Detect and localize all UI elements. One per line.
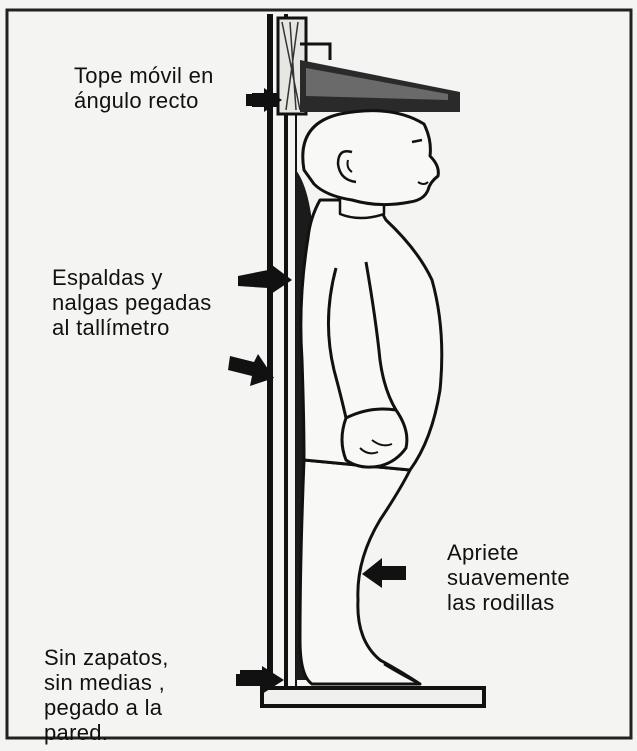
right-arrow-icon — [238, 262, 292, 296]
stadiometer-board — [270, 14, 296, 700]
label-movable-stop: Tope móvil en ángulo recto — [74, 63, 214, 113]
label-back-buttocks: Espaldas y nalgas pegadas al tallímetro — [52, 265, 212, 340]
child-figure — [300, 111, 442, 684]
label-feet: Sin zapatos, sin medias , pegado a la pa… — [44, 645, 169, 745]
movable-stop — [252, 18, 460, 114]
right-arrow-icon — [362, 558, 406, 588]
label-knees: Apriete suavemente las rodillas — [447, 540, 570, 615]
